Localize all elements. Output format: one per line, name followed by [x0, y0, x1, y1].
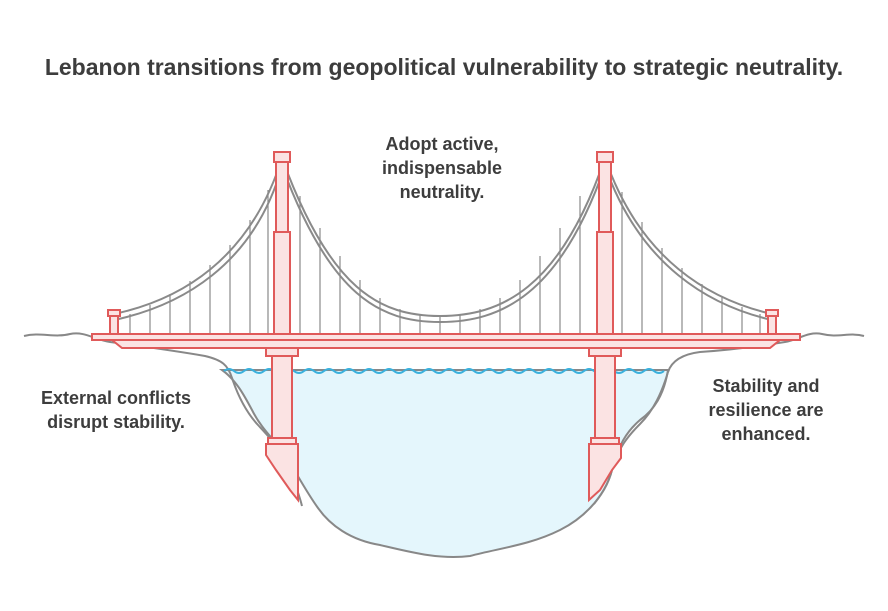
label-external-conflicts: External conflicts disrupt stability. — [40, 388, 192, 432]
water-surface — [223, 368, 665, 374]
diagram-title: Lebanon transitions from geopolitical vu… — [44, 54, 844, 80]
main-cables — [113, 157, 773, 324]
end-post-left — [107, 309, 121, 335]
tower-right — [588, 151, 622, 503]
label-stability: Stability and resilience are enhanced. — [708, 376, 824, 444]
label-neutrality: Adopt active, indispensable neutrality. — [381, 134, 503, 202]
hanger-cables — [129, 190, 761, 334]
bridge-deck — [91, 333, 801, 349]
tower-left — [265, 151, 299, 503]
end-post-right — [765, 309, 779, 335]
